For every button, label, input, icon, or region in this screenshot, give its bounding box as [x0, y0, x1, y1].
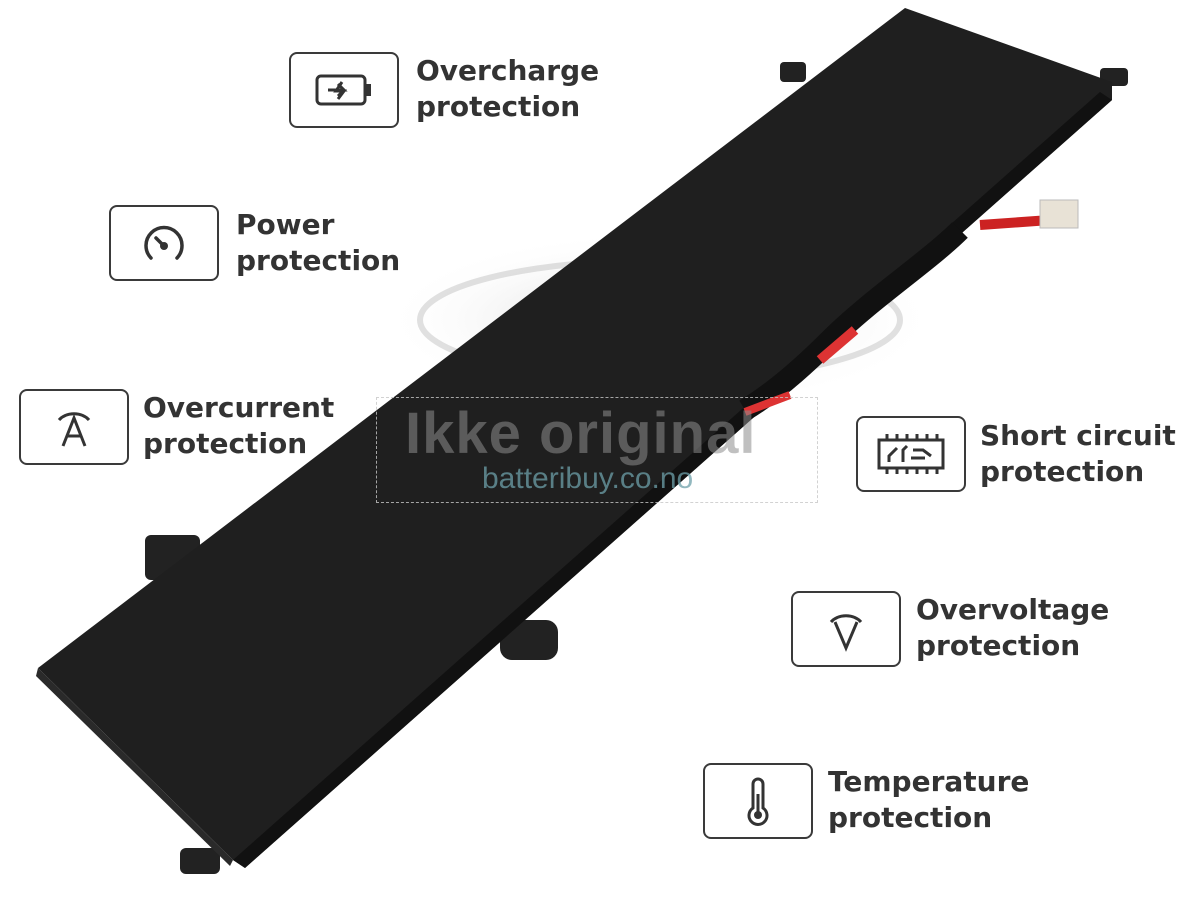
feature-sublabel: protection [828, 801, 993, 834]
feature-label: Overcharge [416, 54, 600, 87]
thermometer-icon [703, 763, 813, 839]
feature-label: Overvoltage [916, 593, 1110, 626]
feature-label: Power [236, 208, 335, 241]
feature-sublabel: protection [416, 90, 581, 123]
battery-body [38, 8, 1112, 868]
circuit-chip-icon [856, 416, 966, 492]
feature-sublabel: protection [143, 427, 308, 460]
feature-sublabel: protection [916, 629, 1081, 662]
feature-label: Short circuit [980, 419, 1176, 452]
feature-label: Temperature [828, 765, 1030, 798]
mounting-tabs [145, 62, 1128, 874]
feature-sublabel: protection [236, 244, 401, 277]
voltage-v-icon [791, 591, 901, 667]
feature-sublabel: protection [980, 455, 1145, 488]
watermark-frame [376, 397, 818, 503]
watermark-site: batteribuy.co.no [482, 462, 694, 495]
gauge-icon [109, 205, 219, 281]
current-a-icon [19, 389, 129, 465]
battery-charge-icon [289, 52, 399, 128]
feature-label: Overcurrent [143, 391, 335, 424]
watermark-title: Ikke original [405, 401, 757, 466]
